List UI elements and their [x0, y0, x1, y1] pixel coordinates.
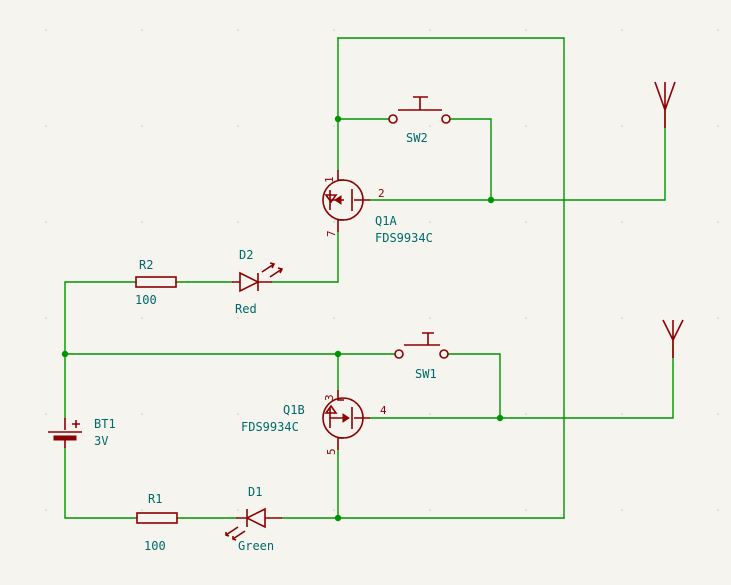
junction-dot: [334, 350, 342, 358]
grid-dot: [429, 413, 431, 415]
grid-dot: [621, 413, 623, 415]
junction-dot: [487, 196, 495, 204]
antenna-bottom-icon: [662, 319, 684, 358]
grid-dot: [525, 221, 527, 223]
wire-q1b-bottom: [281, 449, 339, 519]
sw1-ref: SW1: [415, 367, 437, 381]
grid-dot: [45, 317, 47, 319]
grid-dot: [621, 509, 623, 511]
grid-dot: [237, 317, 239, 319]
grid-dot: [525, 29, 527, 31]
grid-dot: [141, 413, 143, 415]
grid-dot: [237, 125, 239, 127]
r1-ref: R1: [148, 492, 162, 506]
mosfet-q1b: 3 4 5 Q1B FDS9934C: [241, 390, 387, 455]
battery-bt1: BT1 3V: [48, 417, 116, 448]
wire-r2-d2: [64, 281, 233, 419]
switch-sw2: SW2: [388, 96, 451, 145]
grid-dot: [45, 221, 47, 223]
sw2-ref: SW2: [406, 131, 428, 145]
grid-dot: [333, 221, 335, 223]
d1-value: Green: [238, 539, 274, 553]
wire-q1a-gate: [369, 109, 666, 201]
grid-dot: [237, 29, 239, 31]
grid-dot: [429, 317, 431, 319]
grid-dot: [525, 413, 527, 415]
led-d2: D2 Red: [232, 248, 284, 316]
grid-dot: [717, 413, 719, 415]
grid-dot: [717, 317, 719, 319]
resistor-r2: R2 100: [135, 258, 177, 307]
antenna-top-icon: [654, 81, 676, 128]
grid-dot: [45, 413, 47, 415]
d1-ref: D1: [248, 485, 262, 499]
grid-dot: [237, 221, 239, 223]
grid-dot: [717, 221, 719, 223]
wire-q1a-bottom: [271, 231, 339, 283]
grid-dot: [333, 29, 335, 31]
grid-dot: [333, 509, 335, 511]
mosfet-q1a: 1 2 7 Q1A FDS9934C: [322, 170, 433, 245]
q1b-value: FDS9934C: [241, 420, 299, 434]
junction-dot: [334, 115, 342, 123]
q1a-pin-gate: 2: [378, 187, 385, 200]
d2-ref: D2: [239, 248, 253, 262]
grid-dot: [429, 125, 431, 127]
grid-dot: [717, 509, 719, 511]
grid-dot: [429, 509, 431, 511]
q1a-pin-bottom: 7: [325, 230, 338, 237]
junction-dot: [61, 350, 69, 358]
grid-dot: [429, 221, 431, 223]
q1b-pin-top: 3: [323, 394, 336, 401]
grid-dot: [621, 29, 623, 31]
grid-dot: [45, 29, 47, 31]
grid-dot: [621, 317, 623, 319]
grid-dot: [141, 509, 143, 511]
r2-value: 100: [135, 293, 157, 307]
grid-dot: [45, 509, 47, 511]
q1a-ref: Q1A: [375, 214, 397, 228]
junction-dot: [496, 414, 504, 422]
grid-dot: [45, 125, 47, 127]
grid-dot: [717, 29, 719, 31]
resistor-r1: R1 100: [136, 492, 178, 553]
grid-dot: [621, 125, 623, 127]
grid-dots: [45, 29, 719, 511]
q1a-value: FDS9934C: [375, 231, 433, 245]
wire-bt1-bottom: [64, 447, 237, 519]
grid-dot: [141, 125, 143, 127]
q1b-pin-gate: 4: [380, 404, 387, 417]
q1a-pin-top: 1: [323, 176, 336, 183]
junction-dot: [334, 514, 342, 522]
wire-sw2: [337, 118, 492, 201]
q1b-ref: Q1B: [283, 403, 305, 417]
d2-value: Red: [235, 302, 257, 316]
bt1-ref: BT1: [94, 417, 116, 431]
switch-sw1: SW1: [394, 332, 449, 381]
grid-dot: [333, 125, 335, 127]
grid-dot: [429, 29, 431, 31]
grid-dot: [525, 317, 527, 319]
grid-dot: [237, 413, 239, 415]
grid-dot: [333, 317, 335, 319]
wires: [64, 37, 674, 519]
r1-value: 100: [144, 539, 166, 553]
grid-dot: [525, 125, 527, 127]
grid-dot: [525, 509, 527, 511]
grid-dot: [717, 125, 719, 127]
junctions: [61, 115, 504, 522]
wire-q1b-gate: [369, 339, 674, 419]
grid-dot: [141, 317, 143, 319]
bt1-value: 3V: [94, 434, 108, 448]
grid-dot: [621, 221, 623, 223]
grid-dot: [141, 221, 143, 223]
wire-outer-top: [337, 37, 565, 519]
q1b-pin-bottom: 5: [325, 448, 338, 455]
grid-dot: [237, 509, 239, 511]
led-d1: D1 Green: [225, 485, 282, 553]
r2-ref: R2: [139, 258, 153, 272]
grid-dot: [141, 29, 143, 31]
